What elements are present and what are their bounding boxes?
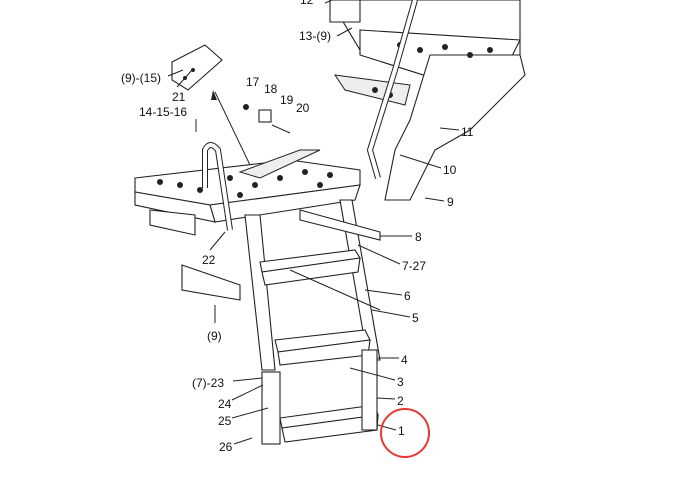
label-26: 26 bbox=[219, 440, 233, 454]
label-1: 1 bbox=[398, 424, 405, 438]
label-12: 12 bbox=[300, 0, 314, 7]
label-6: 6 bbox=[404, 289, 411, 303]
label-25: 25 bbox=[218, 414, 232, 428]
label-9-15: (9)-(15) bbox=[121, 71, 161, 85]
label-9b: (9) bbox=[207, 329, 222, 343]
label-10: 10 bbox=[443, 163, 457, 177]
label-22: 22 bbox=[202, 253, 216, 267]
part-labels: 12 13-(9) (9)-(15) 21 17 18 19 20 14-15-… bbox=[121, 0, 474, 454]
label-24: 24 bbox=[218, 397, 232, 411]
label-7-23: (7)-23 bbox=[192, 376, 224, 390]
label-14-15-16: 14-15-16 bbox=[139, 105, 187, 119]
main-platform bbox=[134, 142, 361, 236]
label-2: 2 bbox=[397, 394, 404, 408]
arrow bbox=[211, 90, 251, 166]
label-20: 20 bbox=[296, 101, 310, 115]
label-13-9: 13-(9) bbox=[299, 29, 331, 43]
label-11: 11 bbox=[461, 125, 474, 139]
switch-parts bbox=[243, 104, 291, 134]
bracket bbox=[171, 44, 223, 91]
ladder bbox=[181, 199, 381, 445]
label-4: 4 bbox=[401, 353, 408, 367]
label-19: 19 bbox=[280, 93, 294, 107]
label-18: 18 bbox=[264, 82, 278, 96]
leader-lines bbox=[167, 0, 460, 445]
label-5: 5 bbox=[412, 311, 419, 325]
label-21: 21 bbox=[172, 90, 186, 104]
label-17: 17 bbox=[246, 75, 260, 89]
highlight-circle bbox=[380, 408, 430, 458]
label-7-27: 7-27 bbox=[402, 259, 426, 273]
handrail bbox=[366, 0, 418, 179]
label-3: 3 bbox=[397, 375, 404, 389]
label-8: 8 bbox=[415, 230, 422, 244]
label-9: 9 bbox=[447, 195, 454, 209]
